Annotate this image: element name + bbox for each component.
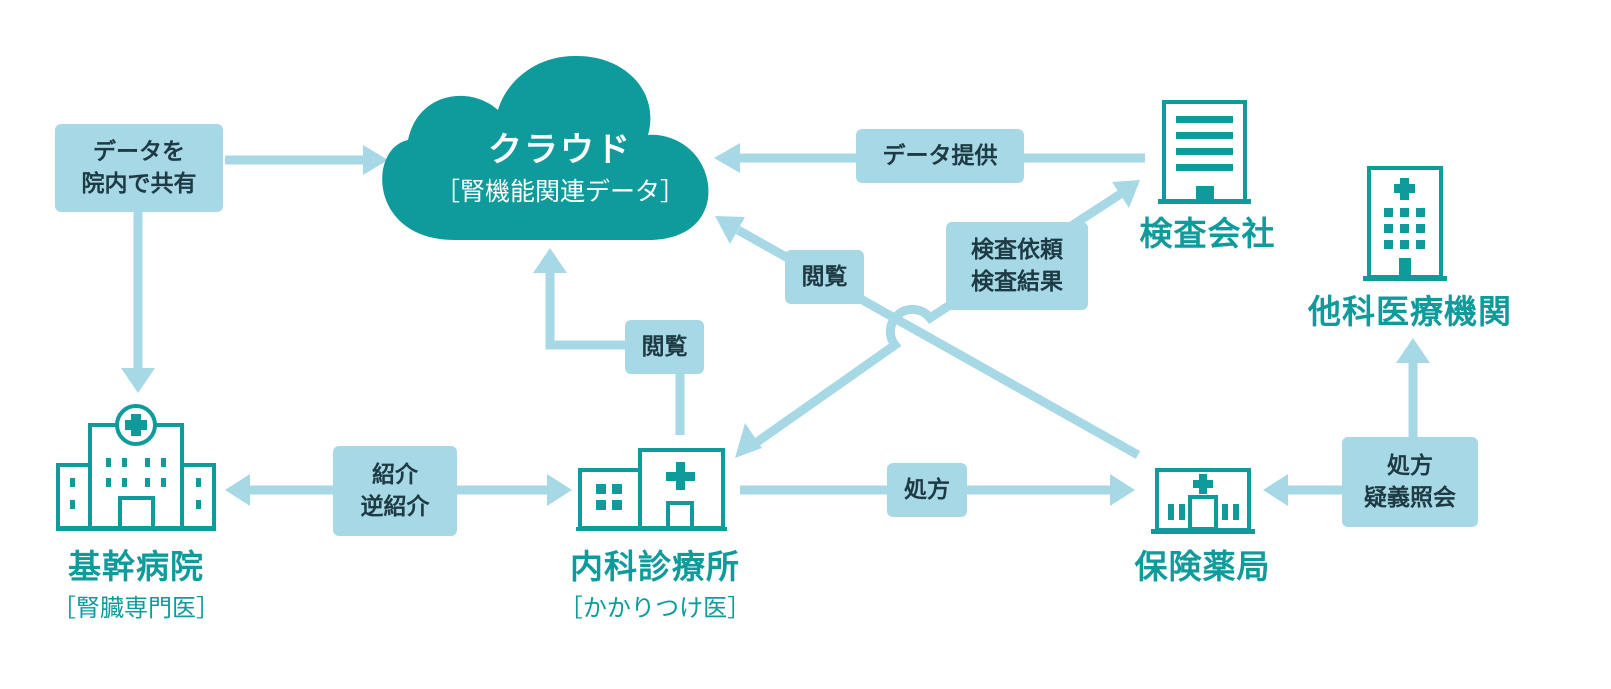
- arrowhead-clinic-left: [547, 474, 572, 506]
- lab-title: 検査会社: [1139, 214, 1276, 253]
- pharmacy-title: 保険薬局: [1134, 547, 1271, 586]
- hospital-title: 基幹病院: [68, 547, 204, 586]
- other-institution-title: 他科医療機関: [1308, 292, 1512, 331]
- cloud-shape: [382, 55, 709, 240]
- arrowhead-clinic: [735, 423, 762, 458]
- label-referral-line2: 逆紹介: [360, 494, 430, 520]
- arrowhead-cloud-left: [363, 145, 388, 175]
- label-share-line2: 院内で共有: [81, 171, 197, 197]
- arrowhead-other: [1396, 338, 1430, 363]
- label-test-request: 検査依頼 検査結果: [946, 222, 1088, 310]
- cloud-title: クラウド: [488, 130, 632, 170]
- arrowhead-hospital-right: [225, 474, 250, 506]
- arrowheads: [121, 143, 1430, 506]
- hospital-subtitle: ［腎臓専門医］: [52, 594, 220, 622]
- cloud-subtitle: ［腎機能関連データ］: [434, 177, 685, 206]
- pharmacy-icon: [1151, 468, 1255, 534]
- clinic-icon: [576, 448, 727, 531]
- label-inquiry-line2: 疑義照会: [1364, 485, 1456, 511]
- label-data-provide: データ提供: [856, 129, 1024, 183]
- clinic-subtitle: ［かかりつけ医］: [558, 594, 752, 622]
- label-share-line1: データを: [93, 139, 185, 165]
- label-share-data: データを 院内で共有: [55, 124, 223, 212]
- arrow-clinic-to-lab: [747, 189, 1125, 451]
- label-test-line1: 検査依頼: [971, 237, 1063, 263]
- arrowhead-pharmacy-right: [1263, 474, 1288, 506]
- arrowhead-pharmacy: [1110, 474, 1135, 506]
- hospital-icon: [56, 404, 216, 531]
- medical-building-icon: [1363, 166, 1447, 281]
- office-building-icon: [1158, 100, 1251, 204]
- label-browse-pharmacy: 閲覧: [785, 250, 864, 304]
- label-referral-line1: 紹介: [372, 462, 418, 488]
- arrowhead-cloud-bottom: [533, 248, 567, 273]
- arrowhead-cloud-right: [714, 143, 740, 173]
- label-referral: 紹介 逆紹介: [333, 446, 457, 536]
- arrowhead-lab: [1112, 180, 1140, 208]
- arrowhead-hospital: [121, 368, 155, 393]
- label-browse-clinic: 閲覧: [625, 320, 704, 374]
- label-inquiry: 処方 疑義照会: [1342, 437, 1478, 527]
- label-prescription: 処方: [887, 463, 967, 517]
- clinic-title: 内科診療所: [570, 547, 740, 586]
- arrowhead-cloud-diagonal: [715, 216, 745, 244]
- arrow-clinic-to-cloud: [545, 270, 685, 435]
- label-inquiry-line1: 処方: [1387, 453, 1433, 479]
- label-test-line2: 検査結果: [971, 269, 1063, 295]
